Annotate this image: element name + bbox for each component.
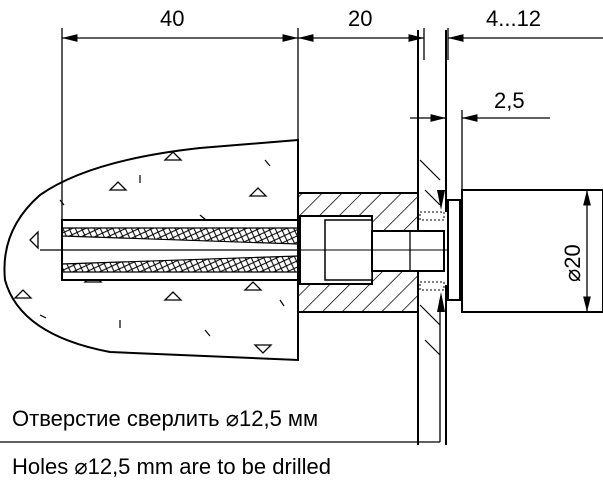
dimension-glass-thickness: 4...12	[486, 6, 541, 31]
note-russian: Отверстие сверлить ⌀12,5 мм	[12, 406, 318, 431]
dimension-20: 20	[348, 6, 372, 31]
hatched-sleeve	[290, 192, 480, 313]
note-english: Holes ⌀12,5 mm are to be drilled	[12, 454, 331, 479]
glass-panel	[417, 30, 447, 445]
dimension-cap-diameter: ⌀20	[560, 244, 585, 282]
anchor-dowel	[40, 219, 330, 281]
cap	[447, 189, 603, 313]
dimension-gap: 2,5	[494, 88, 525, 113]
dimension-40: 40	[160, 6, 184, 31]
dimension-lines	[0, 28, 603, 443]
